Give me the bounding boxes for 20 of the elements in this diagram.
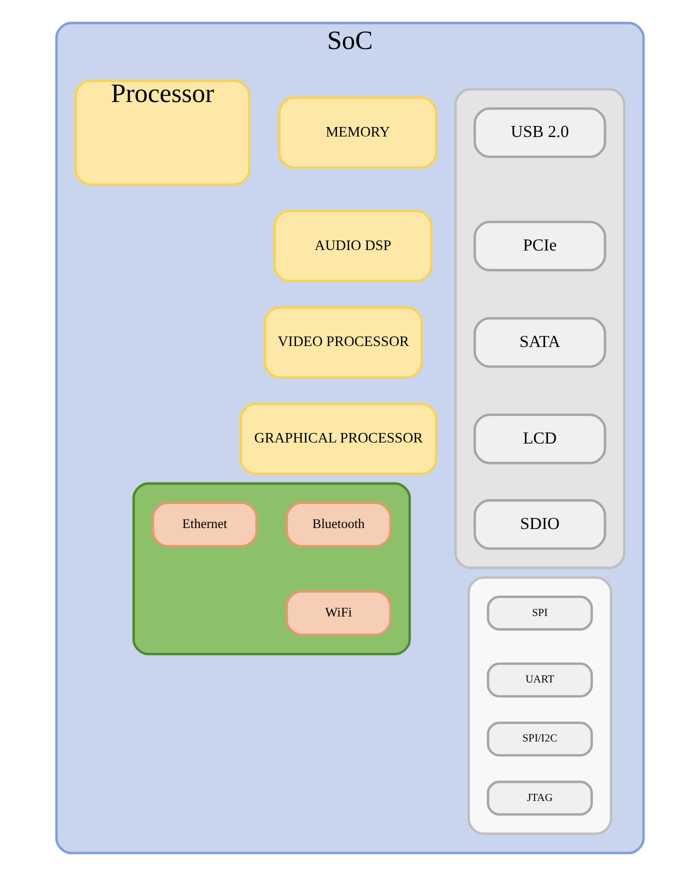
node-box: AUDIO DSP <box>273 210 433 282</box>
node-box: SPI <box>486 596 593 631</box>
node-box: JTAG <box>486 780 593 816</box>
node-box: GRAPHICAL PROCESSOR <box>240 402 438 476</box>
node-box: SDIO <box>474 499 606 550</box>
node-box: Ethernet <box>152 502 258 548</box>
node-box: SATA <box>474 317 606 368</box>
node-box: MEMORY <box>278 96 438 169</box>
node-box: PCIe <box>474 220 606 272</box>
node-box: LCD <box>474 414 606 464</box>
node-box: UART <box>486 662 593 698</box>
cluster <box>468 576 612 835</box>
node-box: VIDEO PROCESSOR <box>264 306 423 379</box>
node-box: SPI/I2C <box>486 722 593 757</box>
cluster <box>132 482 411 656</box>
node-box: Bluetooth <box>286 502 392 548</box>
node-box: USB 2.0 <box>474 107 606 158</box>
cluster <box>454 88 626 570</box>
node-box: WiFi <box>286 590 392 636</box>
node-box: Processor <box>74 80 251 186</box>
